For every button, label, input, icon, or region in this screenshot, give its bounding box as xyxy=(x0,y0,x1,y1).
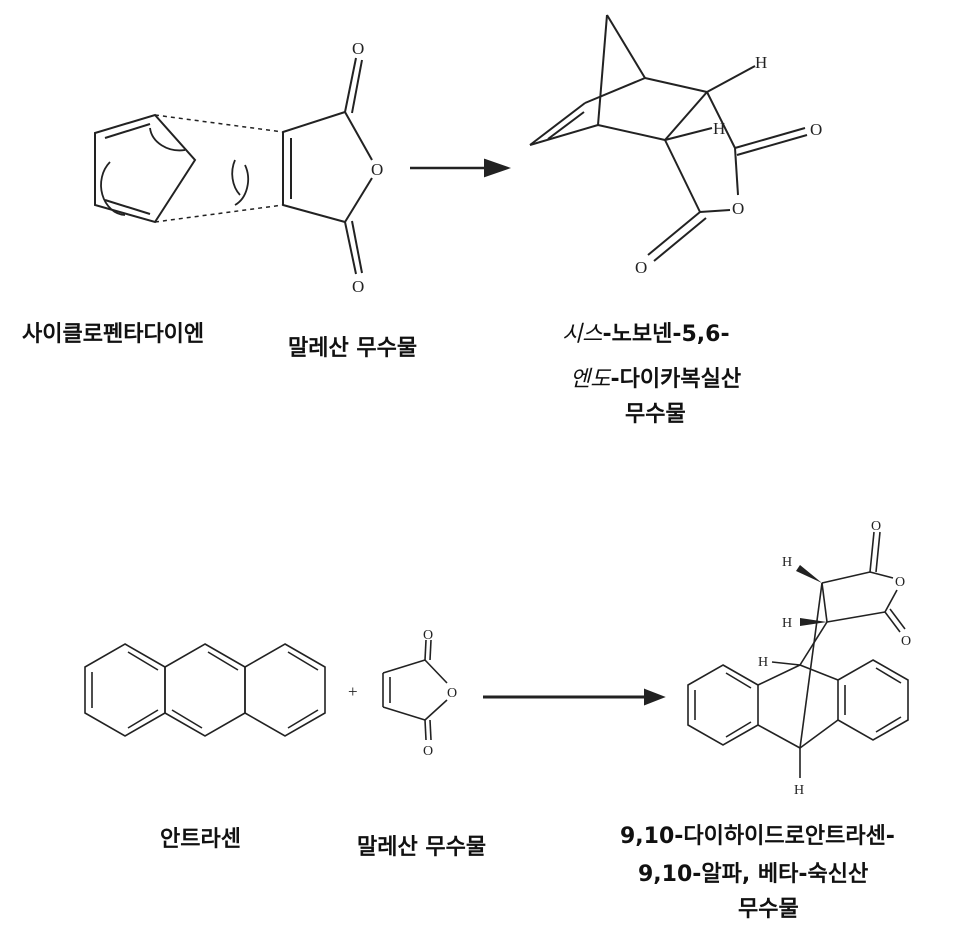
atom-o: O xyxy=(871,519,881,534)
label-product-2-line-3: 무수물 xyxy=(738,891,799,923)
atom-o: O xyxy=(423,744,433,759)
reaction-arrow-1 xyxy=(410,160,508,176)
atom-o: O xyxy=(352,277,364,296)
maleic-anhydride-structure-2 xyxy=(383,640,447,740)
label-product-1-line-2: 엔도-다이카복실산 xyxy=(570,361,741,393)
plus-sign: + xyxy=(348,682,358,701)
atom-h: H xyxy=(713,119,725,138)
label-text: -다이카복실산 xyxy=(610,367,741,392)
label-maleic-anhydride-1: 말레산 무수물 xyxy=(288,330,417,362)
endo-prefix: 엔도 xyxy=(570,367,610,392)
label-text: -노보넨-5,6- xyxy=(602,322,729,347)
atom-h: H xyxy=(782,555,792,570)
atom-h: H xyxy=(782,616,792,631)
reaction-arrow-2 xyxy=(483,690,663,704)
atom-o: O xyxy=(447,686,457,701)
atom-h: H xyxy=(794,783,804,798)
cyclopentadiene-structure xyxy=(95,115,248,222)
transition-dashed-bonds xyxy=(155,115,283,222)
label-cyclopentadiene: 사이클로펜타다이엔 xyxy=(22,316,204,348)
atom-o: O xyxy=(423,628,433,643)
label-maleic-anhydride-2: 말레산 무수물 xyxy=(357,829,486,861)
label-product-1-line-3: 무수물 xyxy=(625,396,686,428)
atom-o: O xyxy=(371,160,383,179)
cis-prefix: 시스 xyxy=(562,322,602,347)
atom-o: O xyxy=(732,199,744,218)
atom-o: O xyxy=(901,634,911,649)
atom-h: H xyxy=(755,53,767,72)
label-product-2-line-1: 9,10-다이하이드로안트라센- xyxy=(620,818,895,850)
label-product-2-line-2: 9,10-알파, 베타-숙신산 xyxy=(638,856,868,888)
label-anthracene: 안트라센 xyxy=(160,821,241,853)
atom-o: O xyxy=(810,120,822,139)
atom-h: H xyxy=(758,655,768,670)
maleic-anhydride-structure-1 xyxy=(283,58,372,274)
dihydroanthracene-succinic-anhydride-structure xyxy=(688,532,908,778)
atom-o: O xyxy=(895,575,905,590)
atom-o: O xyxy=(352,39,364,58)
atom-o: O xyxy=(635,258,647,277)
norbornene-anhydride-structure xyxy=(530,15,807,261)
label-product-1-line-1: 시스-노보넨-5,6- xyxy=(562,316,730,348)
anthracene-structure xyxy=(85,644,325,736)
